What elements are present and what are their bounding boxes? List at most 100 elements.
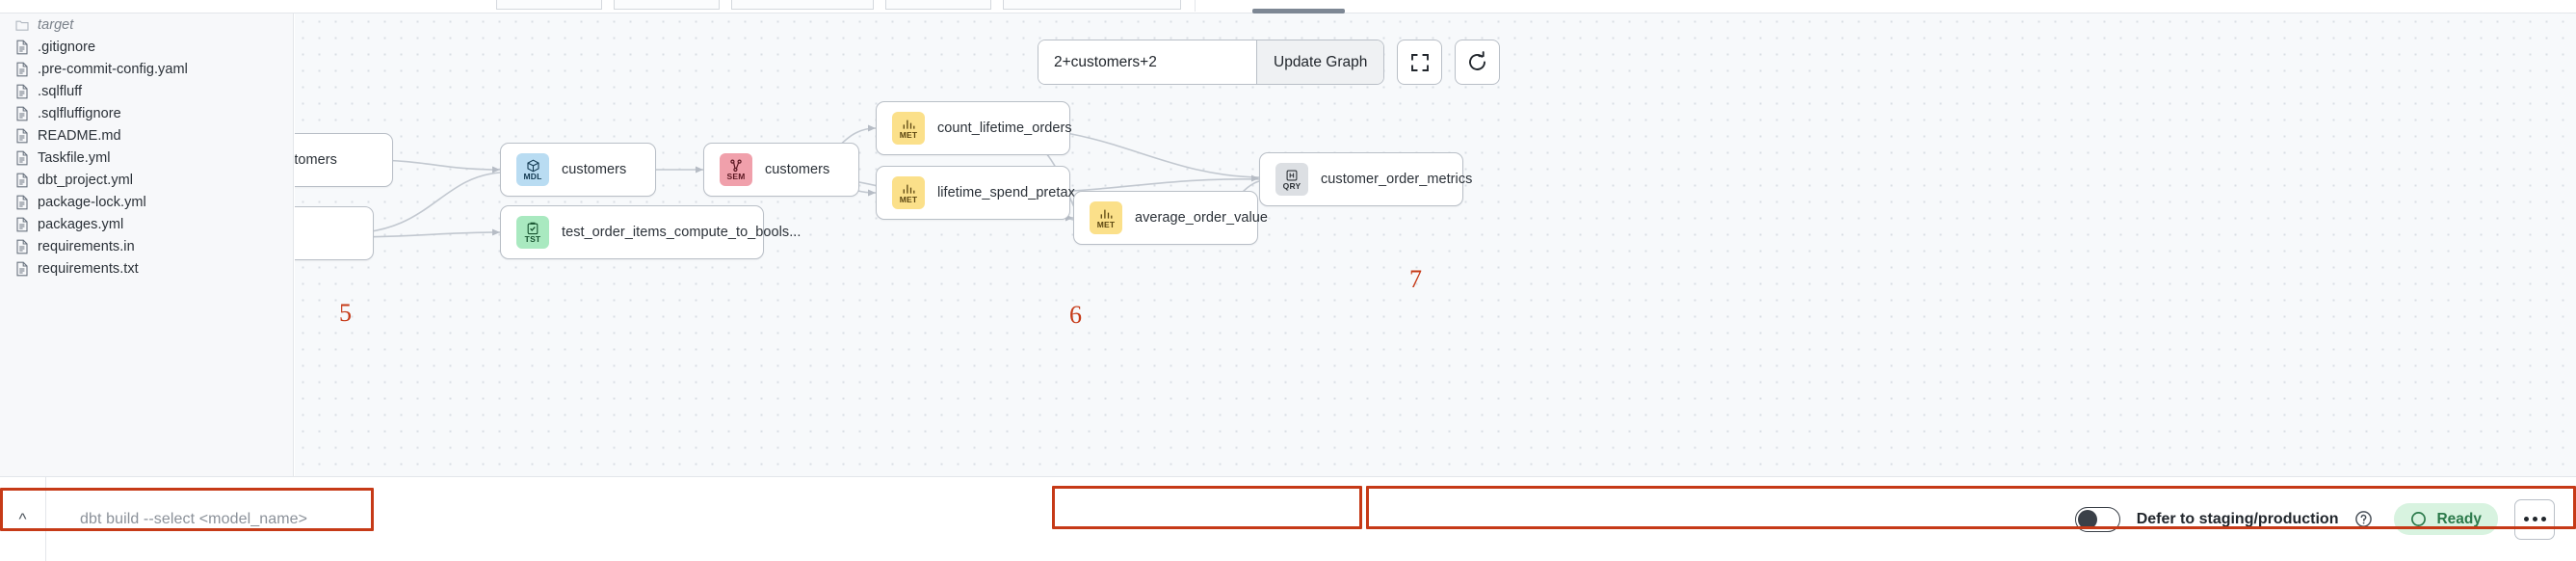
defer-toggle-group: Defer to staging/production <box>2054 506 2395 532</box>
metric-icon: MET <box>892 112 925 145</box>
badge-glyph <box>729 158 744 173</box>
badge-type-label: MET <box>899 195 918 204</box>
status-badge[interactable]: Ready <box>2394 503 2498 535</box>
file-item-label: Taskfile.yml <box>38 149 111 166</box>
badge-type-label: MDL <box>523 172 542 181</box>
graph-node-label: test_order_items_compute_to_bools... <box>562 225 802 240</box>
file-list: target .gitignore .pre-commit-config.yam… <box>0 13 293 280</box>
file-item-label: target <box>38 16 74 33</box>
file-icon <box>15 128 29 144</box>
file-item-label: requirements.in <box>38 238 135 254</box>
file-item-label: .sqlfluff <box>38 83 83 99</box>
file-item-label: requirements.txt <box>38 260 139 277</box>
graph-node[interactable]: MET lifetime_spend_pretax <box>876 166 1075 220</box>
graph-search-group: Update Graph <box>1038 40 1385 85</box>
graph-node-label: count_lifetime_orders <box>937 120 1072 136</box>
folder-icon <box>15 17 29 33</box>
tab-strip-divider <box>1195 0 1196 12</box>
file-icon <box>15 84 29 99</box>
file-item-label: .pre-commit-config.yaml <box>38 61 188 77</box>
badge-type-label: QRY <box>1282 181 1301 191</box>
graph-node[interactable]: MET average_order_value <box>1073 191 1268 245</box>
editor-tab-strip <box>0 0 2576 13</box>
badge-type-label: MET <box>1096 220 1116 229</box>
defer-toggle[interactable] <box>2074 506 2120 532</box>
badge-type-label: TST <box>524 234 541 244</box>
badge-glyph <box>526 221 539 235</box>
file-item-label: dbt_project.yml <box>38 172 134 188</box>
ellipsis-icon[interactable] <box>2514 498 2555 540</box>
file-icon <box>15 106 29 121</box>
file-item[interactable]: README.md <box>0 124 293 147</box>
badge-glyph <box>1285 168 1299 182</box>
file-item-label: .gitignore <box>38 39 96 55</box>
lineage-graph-canvas[interactable]: stg_customersorders MDL customers SEM custom… <box>295 13 2576 476</box>
tab-stub[interactable] <box>496 0 602 10</box>
metric-icon: MET <box>1090 201 1122 234</box>
graph-node-label: average_order_value <box>1135 210 1268 226</box>
tab-stub[interactable] <box>731 0 874 10</box>
annotation-number: 7 <box>1409 265 1422 293</box>
file-item[interactable]: target <box>0 13 293 36</box>
file-item[interactable]: .pre-commit-config.yaml <box>0 58 293 80</box>
graph-node-label: customers <box>765 162 830 177</box>
refresh-icon[interactable] <box>1455 40 1501 85</box>
graph-node[interactable]: TST test_order_items_compute_to_bools... <box>500 205 801 259</box>
semantic-icon: SEM <box>720 153 752 186</box>
help-circle-icon[interactable] <box>2354 510 2373 528</box>
file-item[interactable]: Taskfile.yml <box>0 147 293 169</box>
defer-label: Defer to staging/production <box>2136 510 2339 527</box>
file-item-label: README.md <box>38 127 121 144</box>
file-item-label: .sqlfluffignore <box>38 105 121 121</box>
file-icon <box>15 217 29 232</box>
badge-glyph <box>902 181 916 196</box>
file-icon <box>15 40 29 55</box>
graph-node[interactable]: MET count_lifetime_orders <box>876 101 1072 155</box>
chevron-up-icon[interactable]: ^ <box>0 477 46 561</box>
tab-stub[interactable] <box>1003 0 1181 10</box>
file-item[interactable]: .sqlfluff <box>0 80 293 102</box>
badge-glyph <box>1099 206 1114 221</box>
badge-type-label: MET <box>899 130 918 140</box>
annotation-number: 5 <box>339 299 352 327</box>
command-input[interactable]: dbt build --select <model_name> <box>80 510 308 527</box>
badge-glyph <box>902 117 916 131</box>
graph-node[interactable]: SEM customers <box>703 143 859 197</box>
model-icon: MDL <box>516 153 549 186</box>
file-item-label: packages.yml <box>38 216 124 232</box>
active-tab-indicator <box>1252 9 1345 13</box>
annotation-number: 6 <box>1069 301 1082 329</box>
graph-toolbar: Update Graph <box>1038 40 1501 85</box>
file-item-label: package-lock.yml <box>38 194 146 210</box>
graph-node[interactable]: MDL customers <box>500 143 656 197</box>
ellipsis-dot <box>2523 517 2529 521</box>
query-icon: QRY <box>1275 163 1308 196</box>
file-item[interactable]: requirements.txt <box>0 257 293 280</box>
tab-stub[interactable] <box>885 0 991 10</box>
file-explorer-sidebar: target .gitignore .pre-commit-config.yam… <box>0 13 294 476</box>
metric-icon: MET <box>892 176 925 209</box>
graph-node-label: lifetime_spend_pretax <box>937 185 1075 200</box>
graph-node[interactable]: stg_customers <box>295 133 393 187</box>
graph-node-label: customers <box>562 162 627 177</box>
file-item[interactable]: .gitignore <box>0 36 293 58</box>
file-item[interactable]: packages.yml <box>0 213 293 235</box>
badge-glyph <box>526 158 540 173</box>
graph-node[interactable]: orders <box>295 206 374 260</box>
file-item[interactable]: dbt_project.yml <box>0 169 293 191</box>
update-graph-button[interactable]: Update Graph <box>1256 40 1384 84</box>
command-status-bar: ^ dbt build --select <model_name> Defer … <box>0 476 2576 561</box>
circle-icon <box>2411 512 2427 526</box>
graph-node[interactable]: QRY customer_order_metrics <box>1259 152 1472 206</box>
tab-stub[interactable] <box>614 0 720 10</box>
graph-node-label: customer_order_metrics <box>1321 172 1473 187</box>
file-item[interactable]: package-lock.yml <box>0 191 293 213</box>
ellipsis-dot <box>2532 517 2537 521</box>
toggle-knob <box>2077 509 2097 529</box>
graph-select-input[interactable] <box>1038 40 1256 84</box>
status-badge-label: Ready <box>2436 510 2482 527</box>
file-item[interactable]: requirements.in <box>0 235 293 257</box>
file-item[interactable]: .sqlfluffignore <box>0 102 293 124</box>
fullscreen-icon[interactable] <box>1397 40 1443 85</box>
